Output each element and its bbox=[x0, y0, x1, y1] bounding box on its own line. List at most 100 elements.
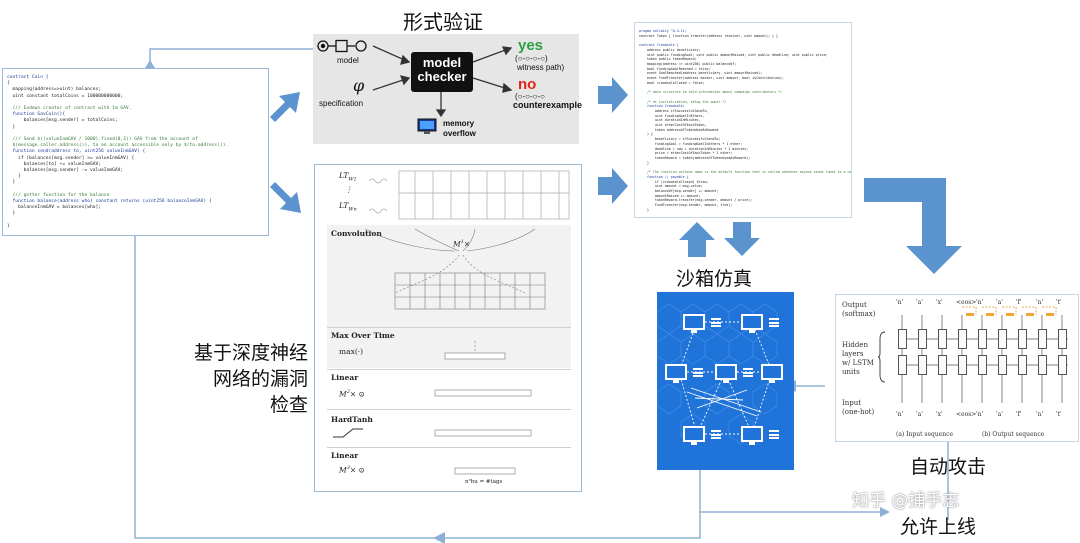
source-code: contract Coin {{ mapping(address=>uint) … bbox=[7, 75, 264, 230]
counterexample-label: counterexample bbox=[513, 100, 583, 110]
code-line: contract Coin { bbox=[7, 75, 49, 80]
code-line: balanceInmGAV = balances[who]; bbox=[7, 205, 102, 211]
linear1-bar bbox=[434, 389, 532, 397]
code-line: } bbox=[7, 180, 16, 186]
code-line: bool fundingGoalReached = false; bbox=[639, 66, 711, 71]
code-line: ) { bbox=[639, 132, 653, 137]
lstm-cell-h2-7 bbox=[1018, 355, 1027, 375]
maxpool-band bbox=[327, 328, 571, 368]
layer-divider-3 bbox=[327, 409, 571, 410]
hardtanh-label: HardTanh bbox=[331, 415, 373, 424]
sandbox-panel bbox=[657, 292, 794, 470]
maxpool-bar bbox=[444, 341, 506, 360]
mc-arrows bbox=[372, 45, 513, 118]
lt-dots: ⋮ bbox=[345, 185, 353, 194]
code-line: mapping(address => uint256) public balan… bbox=[639, 61, 737, 66]
lstm-token: 'a' bbox=[916, 299, 923, 306]
lstm-brace bbox=[878, 331, 886, 383]
lstm-token: 'a' bbox=[996, 411, 1003, 418]
m1-label: M1× bbox=[453, 239, 471, 249]
code-line: fundingGoal = fundingGoalInEthers * 1 et… bbox=[639, 141, 743, 146]
code-line: function balance(address who) constant r… bbox=[7, 199, 212, 205]
sandbox-node-7 bbox=[741, 426, 763, 445]
arrow-to-auto-attack bbox=[864, 178, 962, 274]
code-line: deadline = now + durationInMinutes * 1 m… bbox=[639, 146, 749, 151]
code-line: } bbox=[7, 211, 16, 217]
code-line: } bbox=[639, 160, 649, 165]
code-line: contract Crowdsale { bbox=[639, 43, 679, 48]
counter-chain: (○-○-○-○ bbox=[515, 92, 545, 101]
sandbox-node-5 bbox=[761, 364, 783, 383]
lstm-token: 'a' bbox=[996, 299, 1003, 306]
sandbox-node-2 bbox=[741, 314, 763, 333]
code-line: } bbox=[639, 207, 649, 212]
lstm-token: 'n' bbox=[976, 411, 984, 418]
sandbox-node-3 bbox=[665, 364, 687, 383]
code-line: $(message.caller.address()), to an accou… bbox=[7, 143, 229, 149]
code-line: /// getter function for the balance bbox=[7, 192, 110, 198]
label-auto-attack: 自动攻击 bbox=[910, 456, 987, 478]
lstm-token: 'x' bbox=[936, 411, 943, 418]
arrow-code-down bbox=[724, 222, 760, 256]
lstm-cell-h1-4 bbox=[958, 329, 967, 349]
contract-code: pragma solidity ^0.4.11;contract Token {… bbox=[639, 29, 852, 212]
witness-chain: (○-○-○-○) bbox=[515, 54, 548, 63]
computer-icon bbox=[417, 118, 437, 134]
code-line: } bbox=[7, 124, 16, 130]
model-chain-icon bbox=[317, 39, 367, 53]
dl-line-2: 网络的漏洞 bbox=[212, 368, 308, 390]
lstm-input-label: Input bbox=[842, 399, 862, 407]
arrow-mc-to-contract bbox=[598, 77, 628, 113]
model-checker-panel: model φ specification model checker yes … bbox=[313, 34, 583, 144]
code-line: } bbox=[7, 174, 21, 180]
linear1-label: Linear bbox=[331, 373, 359, 382]
convolution-label: Convolution bbox=[331, 229, 382, 238]
sandbox-node-1 bbox=[683, 314, 705, 333]
lstm-cell-h2-4 bbox=[958, 355, 967, 375]
arrow-to-nn bbox=[270, 182, 301, 213]
code-line: tokenReward = token(addressOfTokenUsedAs… bbox=[639, 155, 751, 160]
lstm-cell-h1-8 bbox=[1038, 329, 1047, 349]
phi-symbol: φ bbox=[353, 76, 365, 95]
lstm-hidden-label: Hidden bbox=[842, 341, 868, 349]
code-line: price = etherCostOfEachToken * 1 ether; bbox=[639, 151, 733, 156]
code-line: balances[to] += valueInmGAV; bbox=[7, 161, 102, 167]
code-line: token addressOfTokenUsedAsReward bbox=[639, 127, 719, 132]
lstm-cell-h1-7 bbox=[1018, 329, 1027, 349]
lstm-cell-h1-9 bbox=[1058, 329, 1067, 349]
code-line: /// Endows creator of contract with 1m G… bbox=[7, 106, 132, 112]
lstm-hidden-label-2: layers bbox=[842, 350, 864, 358]
code-line: event GoalReached(address beneficiary, u… bbox=[639, 71, 763, 76]
code-line: /* data structure to hold information ab… bbox=[639, 90, 782, 95]
code-line: } bbox=[7, 223, 10, 229]
hardtanh-icon bbox=[333, 428, 363, 438]
max-fn-label: max(·) bbox=[339, 347, 364, 356]
code-line: tokenReward.transfer(msg.sender, amount … bbox=[639, 198, 753, 203]
sandbox-list-2 bbox=[769, 318, 779, 328]
code-line: if (balances[msg.sender] >= valueInmGAV)… bbox=[7, 155, 135, 161]
memory-label: memory bbox=[443, 119, 475, 128]
arrow-nn-to-contract bbox=[598, 168, 628, 204]
sandbox-node-6 bbox=[683, 426, 705, 445]
code-line: uint constant totalCoins = 100000000000; bbox=[7, 93, 124, 99]
core-line-2: checker bbox=[417, 69, 467, 84]
code-line: token public tokenReward; bbox=[639, 57, 697, 62]
lookup-grid bbox=[368, 170, 570, 220]
code-line: contract Token { function transfer(addre… bbox=[639, 33, 778, 38]
code-line: function Crowdsale( bbox=[639, 104, 685, 109]
sandbox-list-7 bbox=[769, 430, 779, 440]
code-line: uint etherCostOfEachToken, bbox=[639, 123, 707, 128]
code-line: mapping(address=>uint) balances; bbox=[7, 87, 102, 93]
layer-divider-1 bbox=[327, 327, 571, 328]
code-line: amountRaised += amount; bbox=[639, 193, 701, 198]
code-line: pragma solidity ^0.4.11; bbox=[639, 29, 687, 33]
code-line: uint public fundingGoal; uint public amo… bbox=[639, 52, 828, 57]
code-line: /* The function without name is the defa… bbox=[639, 170, 852, 175]
lstm-cell-h1-3 bbox=[938, 329, 947, 349]
lstm-input-sub: (one-hot) bbox=[842, 408, 875, 416]
n-tags-label: n³hu = #tags bbox=[465, 479, 503, 485]
sandbox-list-6 bbox=[711, 430, 721, 440]
code-line: beneficiary = ifSuccessfulSendTo; bbox=[639, 137, 721, 142]
layer-divider-4 bbox=[327, 447, 571, 448]
